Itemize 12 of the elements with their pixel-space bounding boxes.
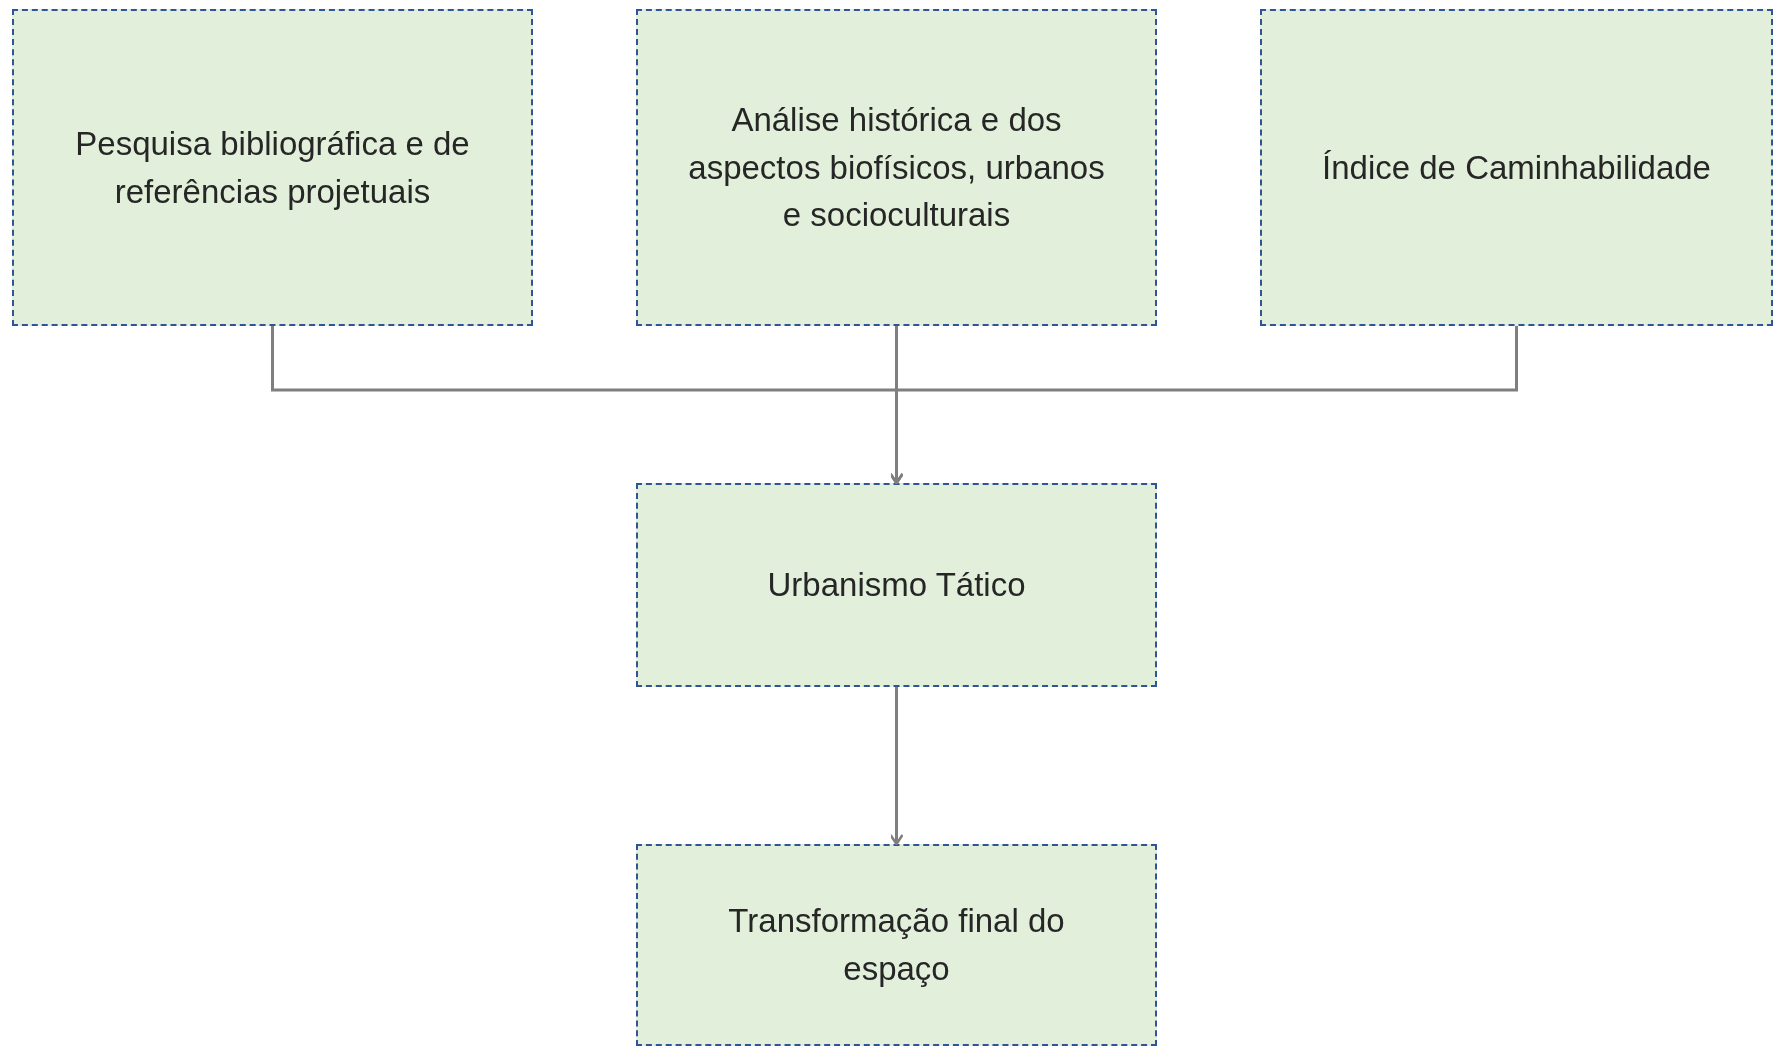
arrow [889,687,904,846]
box-label: Análise histórica e dos aspectos biofísicos, urbanos e socioculturais [687,99,1106,236]
box-label: Pesquisa bibliográfica e de referências projetuais [74,123,471,212]
process-box [636,844,1157,1046]
box-label: Índice de Caminhabilidade [1322,147,1711,188]
process-box [1260,9,1773,326]
process-box [12,9,533,326]
box-label: Transformação final do espaço [727,901,1066,989]
box-label: Urbanismo Tático [767,565,1026,606]
arrow [889,326,1518,485]
process-box [636,483,1157,687]
process-box [636,9,1157,326]
